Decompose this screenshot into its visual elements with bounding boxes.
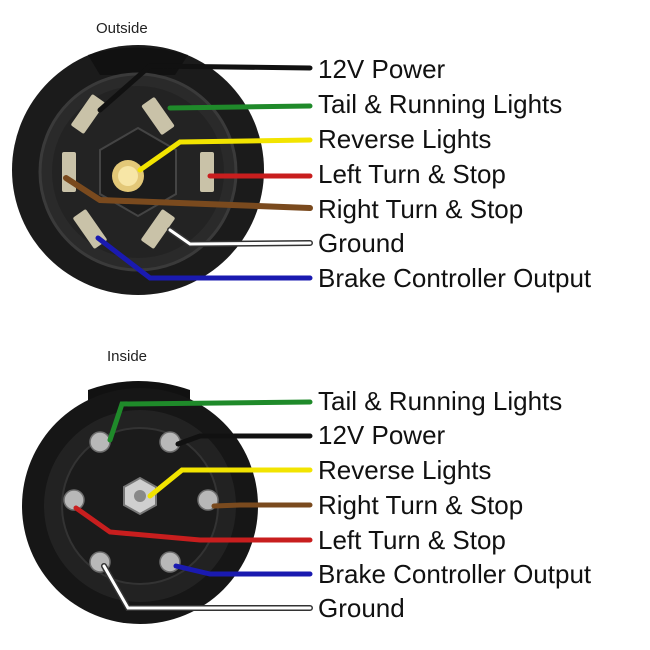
- inside-label-reverse: Reverse Lights: [318, 455, 492, 485]
- outside-label-brake: Brake Controller Output: [318, 263, 592, 293]
- inside-label-brake: Brake Controller Output: [318, 559, 592, 589]
- inside-title: Inside: [107, 348, 148, 365]
- outside-label-12v-power: 12V Power: [318, 54, 446, 84]
- outside-label-left-turn: Left Turn & Stop: [318, 159, 506, 189]
- outside-label-ground: Ground: [318, 228, 405, 258]
- inside-label-left-turn: Left Turn & Stop: [318, 525, 506, 555]
- outside-label-reverse: Reverse Lights: [318, 124, 492, 154]
- outside-plug-diagram: [12, 45, 313, 295]
- inside-label-tail-running: Tail & Running Lights: [318, 386, 563, 416]
- outside-title: Outside: [96, 20, 148, 37]
- inside-label-12v-power: 12V Power: [318, 420, 446, 450]
- outside-label-right-turn: Right Turn & Stop: [318, 194, 524, 224]
- outside-label-tail-running: Tail & Running Lights: [318, 89, 563, 119]
- inside-label-right-turn: Right Turn & Stop: [318, 490, 524, 520]
- inside-label-ground: Ground: [318, 593, 405, 623]
